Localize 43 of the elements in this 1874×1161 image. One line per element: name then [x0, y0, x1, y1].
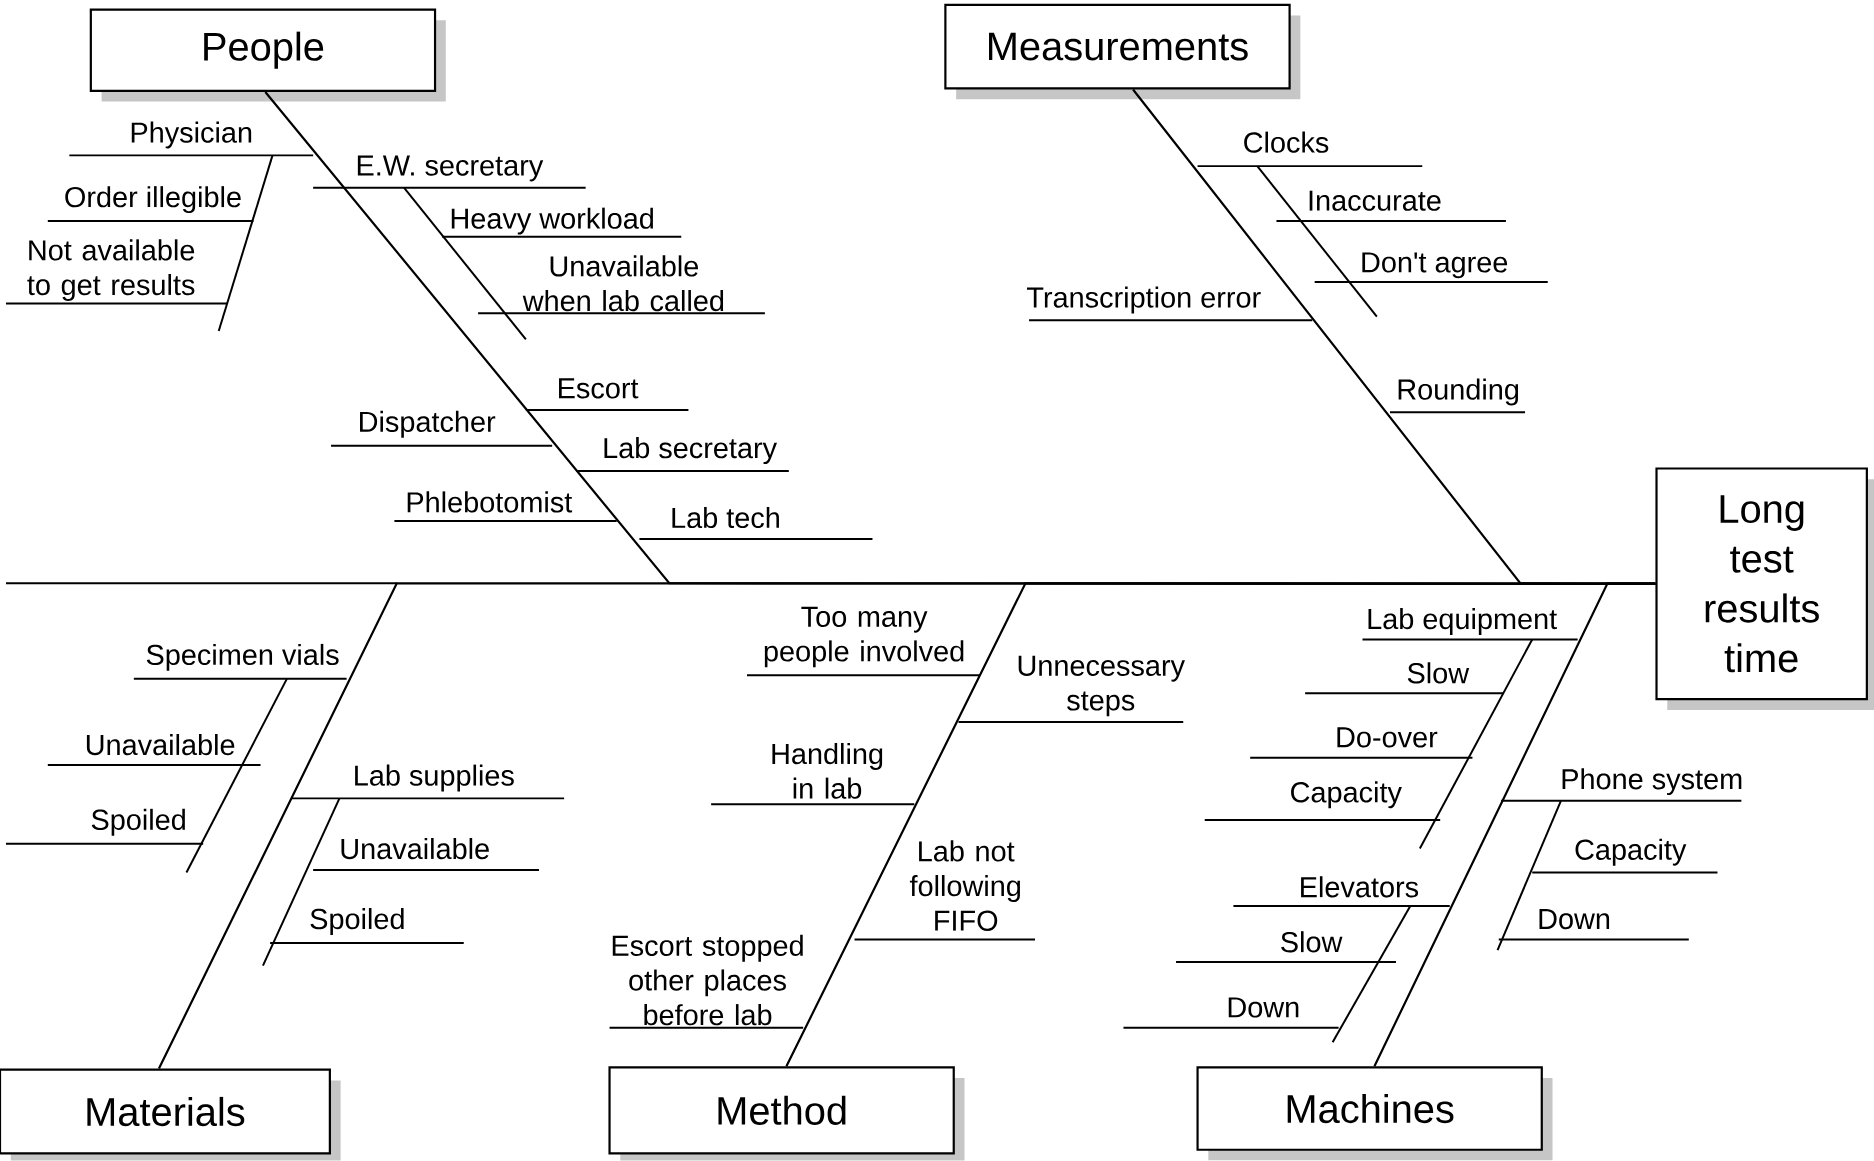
cause-label: Specimen vials [146, 644, 339, 672]
category-box: Method [608, 1066, 965, 1161]
cause-label: Down [1539, 909, 1610, 930]
cause-label: Elevators [1301, 876, 1419, 898]
cause-label: Spoiled [91, 809, 185, 836]
cause-label: Lab not following FIFO [909, 840, 1020, 932]
cause-label: Not available to get results [27, 239, 195, 302]
cause-label: Unavailable [86, 734, 235, 756]
cause-label: Capacity [1291, 781, 1402, 809]
category-box: Measurements [944, 3, 1301, 100]
cause-label: Slow [1281, 931, 1343, 953]
cause-label: Unavailable when lab called [522, 255, 724, 312]
cause-label: Slow [1407, 662, 1470, 684]
cause-label: Inaccurate [1309, 190, 1441, 212]
cause-label: Phlebotomist [407, 491, 573, 513]
cause-label: Transcription error [1027, 286, 1261, 314]
fishbone-line [1373, 582, 1656, 1067]
cause-label: Unnecessary steps [1018, 656, 1185, 717]
cause-label: Order illegible [65, 186, 241, 214]
cause-label: Heavy workload [451, 207, 653, 235]
cause-label: Dispatcher [360, 411, 496, 438]
cause-label: Too many people involved [764, 607, 964, 668]
cause-label: Capacity [1575, 838, 1687, 866]
effect-box: Long test results time [1655, 467, 1874, 711]
cause-label: Clocks [1244, 131, 1329, 154]
cause-label: Unavailable [341, 838, 489, 860]
cause-label: E.W. secretary [357, 155, 544, 182]
cause-label: Rounding [1398, 378, 1519, 406]
cause-label: Lab secretary [604, 437, 777, 465]
cause-label: Lab equipment [1368, 608, 1557, 636]
cause-label: Lab supplies [355, 764, 514, 792]
cause-label: Don't agree [1362, 252, 1508, 279]
cause-label: Down [1228, 997, 1299, 1018]
category-box: Materials [0, 1068, 341, 1161]
cause-label: Handling in lab [772, 743, 883, 800]
cause-label: Do-over [1337, 727, 1438, 748]
category-box: Machines [1196, 1066, 1553, 1161]
cause-label: Escort stopped other places before lab [612, 935, 803, 1026]
cause-label: Escort [559, 378, 639, 399]
cause-label: Lab tech [672, 507, 779, 529]
cause-label: Spoiled [310, 908, 404, 936]
category-box: People [89, 8, 446, 102]
cause-label: Phone system [1562, 768, 1742, 796]
